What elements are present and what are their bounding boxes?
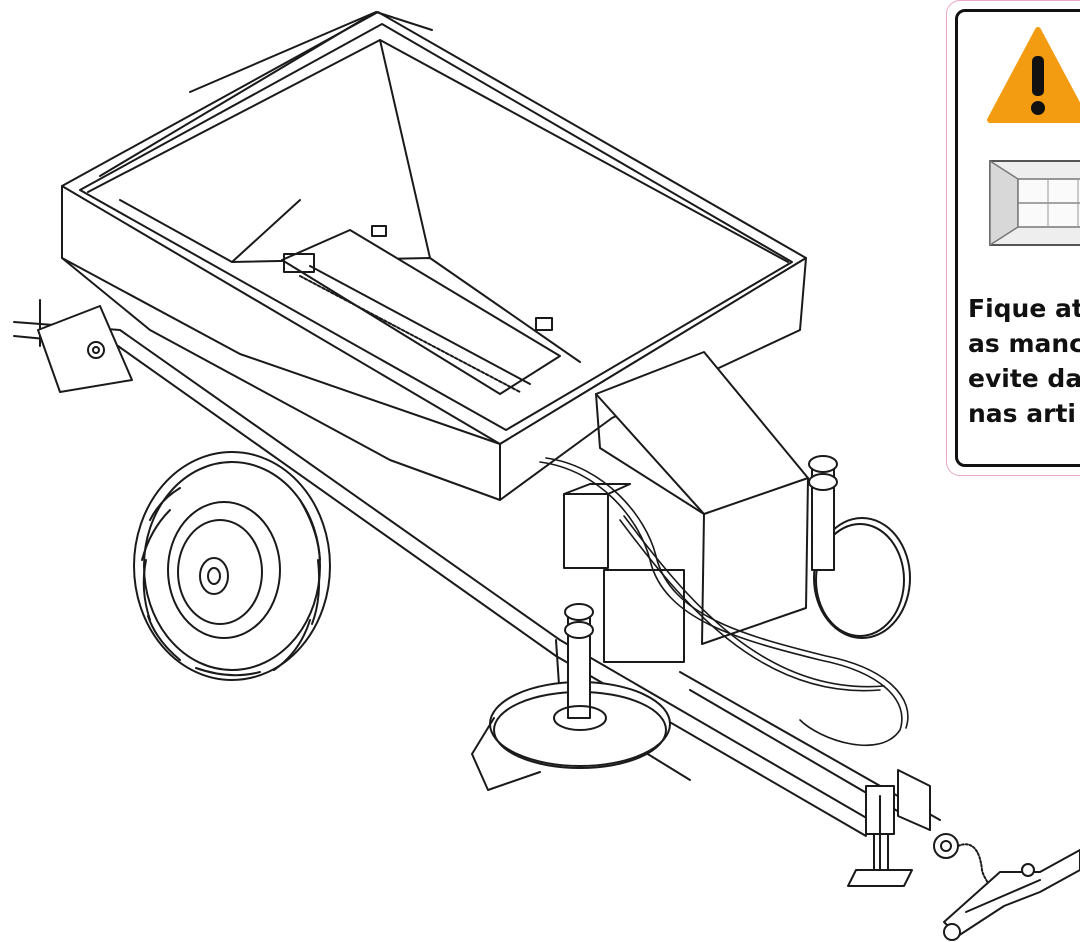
warning-triangle-icon bbox=[987, 27, 1080, 123]
hydraulic-hoses bbox=[539, 457, 909, 746]
warning-message-line-1: Fique at bbox=[968, 294, 1080, 323]
right-spinner-disc bbox=[808, 455, 911, 639]
warning-message-line-2: as manc bbox=[968, 329, 1080, 358]
warning-message-line-4: nas arti bbox=[968, 399, 1076, 428]
warning-card-inner: Fique at as manc evite da nas arti bbox=[955, 9, 1080, 467]
tow-hitch bbox=[847, 769, 991, 893]
chassis-frame bbox=[13, 299, 941, 837]
pto-shaft bbox=[943, 849, 1080, 941]
gearbox-housing bbox=[563, 351, 809, 645]
hopper bbox=[61, 11, 807, 501]
warning-card: Fique at as manc evite da nas arti bbox=[946, 0, 1080, 476]
warning-message-line-3: evite da bbox=[968, 364, 1080, 393]
hopper-thumbnail-icon bbox=[988, 157, 1080, 249]
left-spinner-disc bbox=[471, 569, 685, 791]
wheel bbox=[133, 451, 331, 681]
